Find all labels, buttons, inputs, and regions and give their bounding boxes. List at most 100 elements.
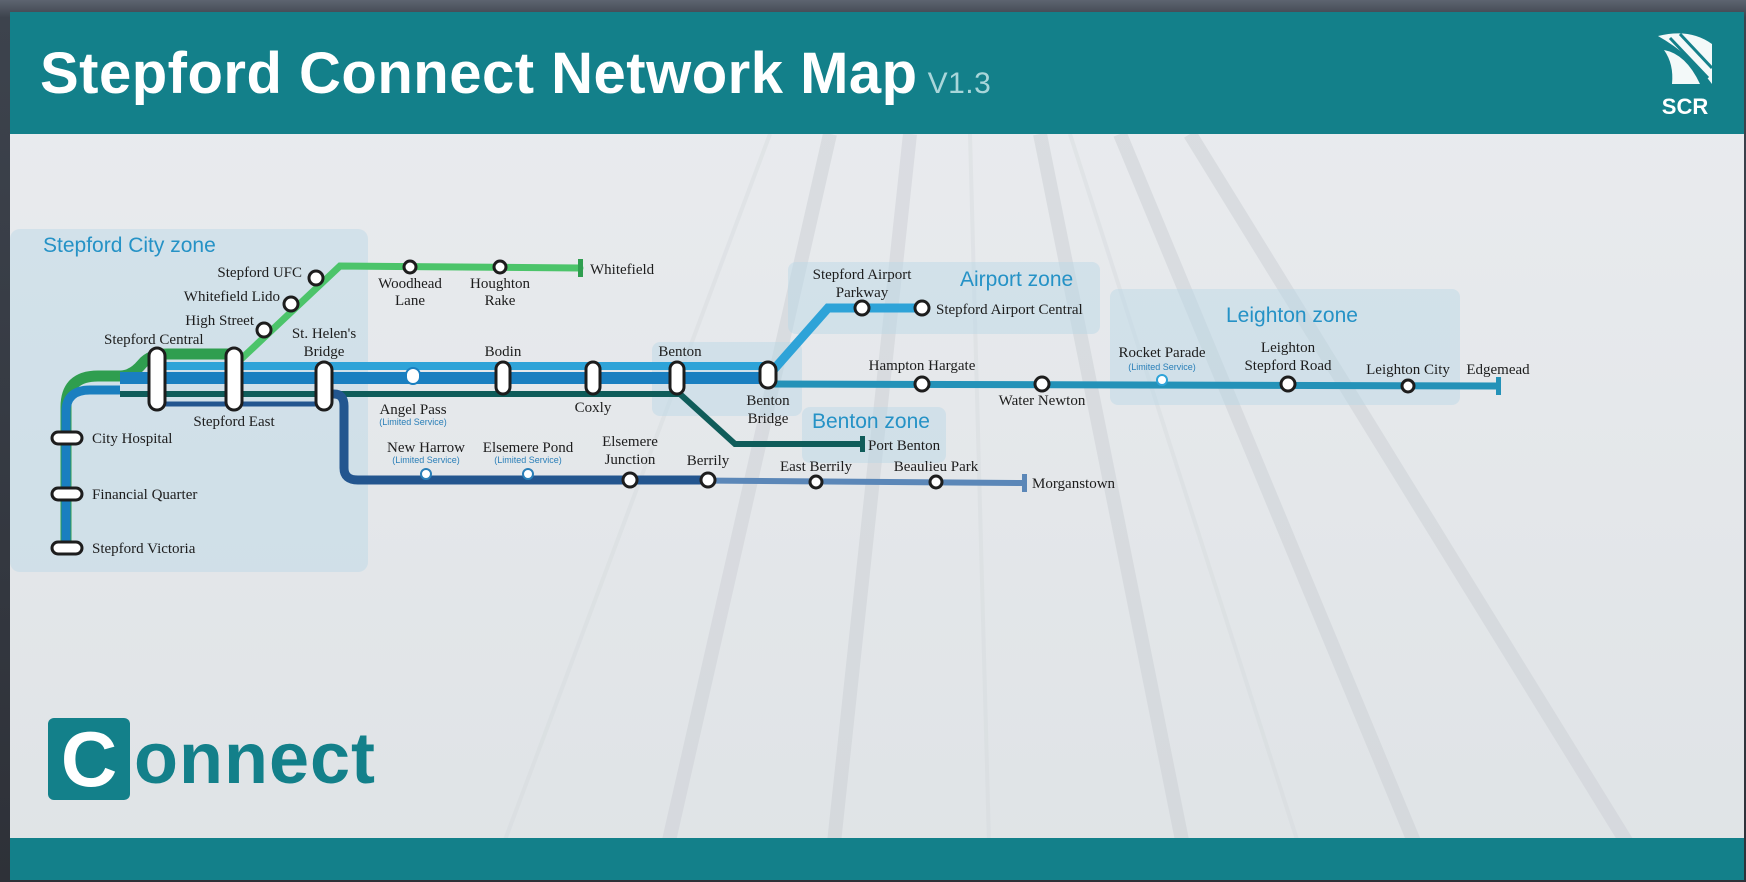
- station-label-hampton-hargate: Hampton Hargate: [869, 358, 976, 374]
- station-marker-stepford-east: [224, 346, 244, 412]
- station-marker-benton: [668, 360, 686, 396]
- station-marker-whitefield-lido: [282, 295, 300, 313]
- line-leighton: [769, 380, 1501, 390]
- station-marker-airport-central: [913, 299, 931, 317]
- station-marker-airport-parkway: [853, 299, 871, 317]
- station-marker-bodin: [494, 360, 512, 396]
- station-label-elsemere-junction-1: Elsemere: [602, 434, 658, 450]
- station-label-benton-bridge-1: Benton: [746, 393, 790, 409]
- station-label-coxly: Coxly: [575, 400, 612, 416]
- station-marker-high-street: [255, 321, 273, 339]
- title-text: Stepford Connect Network Map: [40, 41, 918, 106]
- station-marker-leighton-stepford-road: [1279, 375, 1297, 393]
- station-marker-angel-pass: [405, 367, 421, 385]
- station-marker-leighton-city: [1400, 378, 1416, 394]
- station-label-berrily: Berrily: [687, 453, 730, 469]
- version-label: V1.3: [927, 67, 992, 100]
- page-title: Stepford Connect Network Map V1.3: [40, 40, 991, 107]
- station-label-benton-bridge-2: Bridge: [748, 411, 789, 427]
- station-label-benton: Benton: [658, 344, 702, 360]
- station-label-whitefield-lido: Whitefield Lido: [184, 289, 280, 305]
- station-marker-woodhead-lane: [402, 259, 418, 275]
- station-sub-elsemere-pond: (Limited Service): [494, 455, 562, 465]
- footer-bar: [10, 838, 1744, 880]
- zone-label-stepford-city: Stepford City zone: [43, 234, 216, 257]
- station-marker-benton-bridge: [758, 360, 778, 390]
- station-marker-beaulieu-park: [928, 474, 944, 490]
- station-marker-stepford-ufc: [307, 269, 325, 287]
- line-trunk-dark-teal: [120, 391, 862, 447]
- station-marker-berrily: [699, 471, 717, 489]
- station-marker-east-berrily: [808, 474, 824, 490]
- station-marker-st-helens-bridge: [314, 360, 334, 412]
- station-sub-new-harrow: (Limited Service): [392, 455, 460, 465]
- scr-logo-text: SCR: [1661, 94, 1709, 119]
- station-label-st-helens-1: St. Helen's: [292, 326, 357, 342]
- station-marker-water-newton: [1033, 375, 1051, 393]
- station-label-woodhead-1: Woodhead: [378, 276, 442, 292]
- terminus-edgemead: [1496, 377, 1501, 395]
- station-label-stepford-central: Stepford Central: [104, 332, 204, 348]
- station-label-airport-central: Stepford Airport Central: [936, 302, 1083, 318]
- station-label-financial-quarter: Financial Quarter: [92, 487, 197, 503]
- network-map-board: Stepford Connect Network Map V1.3 SCR: [10, 12, 1744, 880]
- zone-label-airport: Airport zone: [960, 268, 1073, 291]
- station-label-whitefield: Whitefield: [590, 262, 655, 278]
- station-label-houghton-2: Rake: [485, 293, 516, 309]
- zone-benton: [802, 407, 946, 463]
- station-sub-rocket-parade: (Limited Service): [1128, 362, 1196, 372]
- station-marker-houghton-rake: [492, 259, 508, 275]
- station-label-woodhead-2: Lane: [395, 293, 425, 309]
- zone-airport: [788, 262, 1100, 334]
- station-label-edgemead: Edgemead: [1466, 362, 1530, 378]
- station-sub-angel-pass: (Limited Service): [379, 417, 447, 427]
- station-label-high-street: High Street: [185, 313, 255, 329]
- station-label-leighton-stepford-1: Leighton: [1261, 340, 1316, 356]
- station-marker-stepford-central: [147, 346, 167, 412]
- zone-leighton: [1110, 289, 1460, 405]
- station-marker-new-harrow: [420, 468, 432, 480]
- station-marker-financial-quarter: [50, 486, 84, 502]
- station-marker-city-hospital: [50, 430, 84, 446]
- station-label-elsemere-pond: Elsemere Pond: [483, 440, 574, 456]
- station-label-airport-parkway-2: Parkway: [836, 285, 889, 301]
- header-bar: Stepford Connect Network Map V1.3 SCR: [10, 12, 1744, 134]
- zone-label-benton: Benton zone: [812, 410, 930, 433]
- line-airport: [764, 303, 920, 379]
- zone-stepford-city: [10, 229, 368, 572]
- station-label-rocket-parade: Rocket Parade: [1118, 345, 1205, 361]
- scr-logo: SCR: [1650, 24, 1720, 124]
- station-label-morganstown: Morganstown: [1032, 476, 1116, 492]
- station-label-stepford-victoria: Stepford Victoria: [92, 541, 196, 557]
- route-map: Stepford City zone Airport zone Leighton…: [10, 229, 1530, 572]
- station-label-angel-pass: Angel Pass: [379, 402, 446, 418]
- station-label-st-helens-2: Bridge: [304, 344, 345, 360]
- station-marker-rocket-parade: [1156, 374, 1168, 386]
- station-marker-elsemere-pond: [522, 468, 534, 480]
- station-label-new-harrow: New Harrow: [387, 440, 465, 456]
- terminus-port-benton: [860, 436, 865, 452]
- station-label-city-hospital: City Hospital: [92, 431, 172, 447]
- connect-logo-text: onnect: [134, 719, 377, 799]
- station-label-stepford-east: Stepford East: [193, 414, 275, 430]
- station-label-airport-parkway-1: Stepford Airport: [813, 267, 913, 283]
- connect-logo: C onnect: [48, 718, 376, 804]
- station-marker-hampton-hargate: [913, 375, 931, 393]
- station-label-leighton-stepford-2: Stepford Road: [1244, 358, 1332, 374]
- station-label-beaulieu-park: Beaulieu Park: [894, 459, 979, 475]
- station-marker-coxly: [584, 360, 602, 396]
- terminus-whitefield: [578, 259, 583, 277]
- station-label-port-benton: Port Benton: [868, 438, 941, 454]
- station-label-houghton-1: Houghton: [470, 276, 531, 292]
- station-marker-stepford-victoria: [50, 540, 84, 556]
- station-label-east-berrily: East Berrily: [780, 459, 853, 475]
- station-label-leighton-city: Leighton City: [1366, 362, 1450, 378]
- connect-logo-mark: C: [48, 718, 130, 800]
- station-marker-elsemere-junction: [621, 471, 639, 489]
- station-label-water-newton: Water Newton: [999, 393, 1086, 409]
- scr-logo-icon: [1658, 32, 1714, 84]
- zone-label-leighton: Leighton zone: [1226, 304, 1358, 327]
- line-blue-city: [61, 385, 120, 542]
- connect-logo-initial: C: [60, 715, 118, 803]
